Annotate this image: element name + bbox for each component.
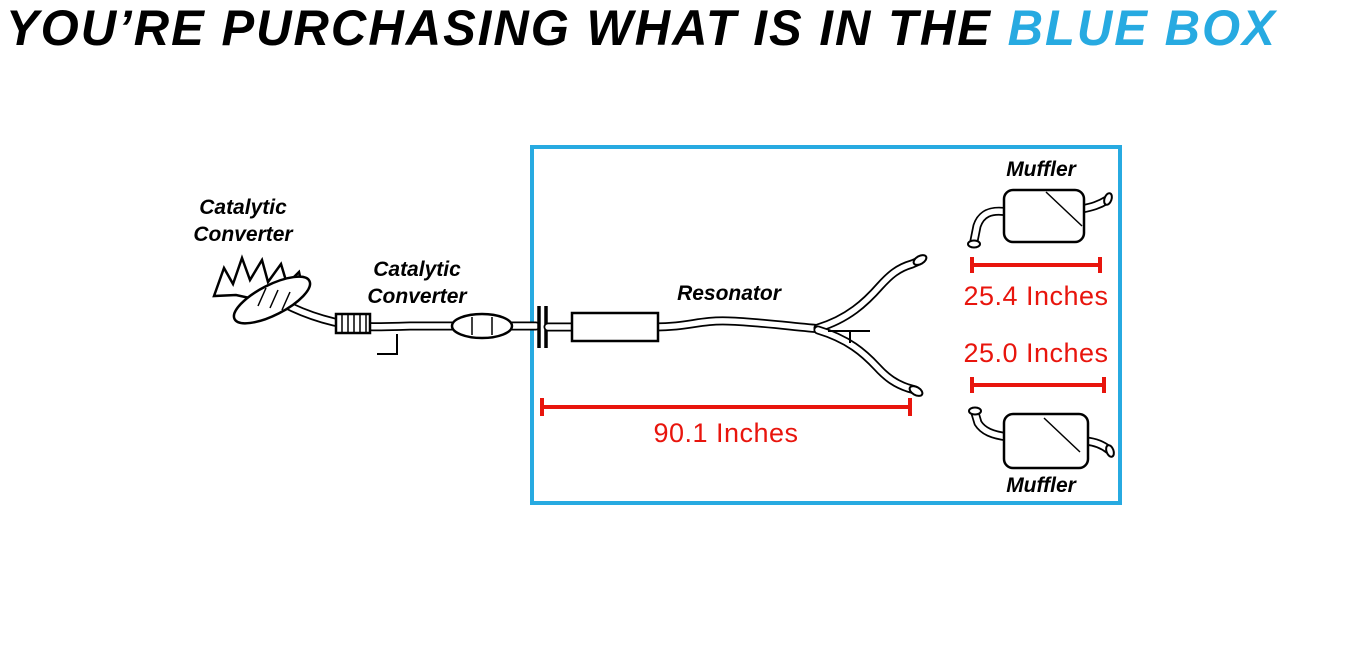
measurement-assembly-length: 90.1 Inches: [653, 418, 799, 448]
muffler-bottom-shape: [968, 406, 1115, 470]
label-line: Converter: [367, 285, 467, 309]
y-pipe-branches: [813, 254, 928, 397]
label-catalytic-converter-front: Catalytic Converter: [158, 194, 328, 249]
page-title: YOU’RE PURCHASING WHAT IS IN THE BLUE BO…: [6, 0, 1361, 57]
label-catalytic-converter-rear: Catalytic Converter: [332, 256, 502, 311]
dimension-line-muffler-top: [970, 257, 1102, 273]
hanger-rod: [377, 334, 398, 355]
resonator-shape: [570, 311, 660, 343]
label-line: Catalytic: [199, 196, 287, 219]
label-muffler-top: Muffler: [1006, 158, 1076, 181]
label-muffler-bottom: Muffler: [1006, 474, 1076, 497]
flex-pipe-shape: [334, 312, 372, 335]
label-line: Catalytic: [373, 258, 461, 281]
muffler-top-shape: [967, 188, 1113, 249]
catalytic-converter-rear-shape: [450, 312, 514, 340]
title-blue-box-text: BLUE BOX: [1007, 1, 1277, 57]
title-black-text: YOU’RE PURCHASING WHAT IS IN THE: [6, 1, 992, 57]
measurement-muffler-bottom-length: 25.0 Inches: [963, 338, 1109, 368]
dimension-line-assembly: [540, 398, 912, 416]
catalytic-converter-front-shape: [232, 275, 312, 325]
dimension-line-muffler-bottom: [970, 377, 1106, 393]
measurement-muffler-top-length: 25.4 Inches: [963, 281, 1109, 311]
label-line: Converter: [193, 223, 293, 247]
label-resonator: Resonator: [677, 282, 781, 305]
